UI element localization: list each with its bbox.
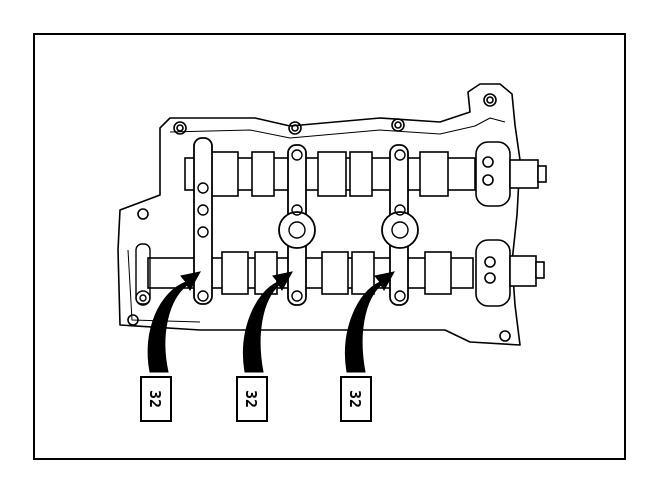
bearing-cap-plates <box>193 137 419 306</box>
cap-plate-left <box>193 137 213 305</box>
arrow-right <box>345 271 395 373</box>
vvt-actuators <box>475 141 547 307</box>
label-right-box: 32 <box>340 376 372 422</box>
indicator-arrows <box>147 271 395 373</box>
figure-frame <box>33 33 626 460</box>
label-middle: 32 <box>242 390 260 408</box>
cap-labels: 32 32 32 <box>140 376 372 422</box>
label-middle-box: 32 <box>236 376 268 422</box>
label-left: 32 <box>146 390 164 408</box>
cylinder-head-outline <box>117 83 521 346</box>
arrow-middle <box>243 271 293 373</box>
label-left-box: 32 <box>140 376 172 422</box>
upper-camshaft <box>184 151 476 197</box>
label-right: 32 <box>346 390 364 408</box>
arrow-left <box>147 271 201 373</box>
